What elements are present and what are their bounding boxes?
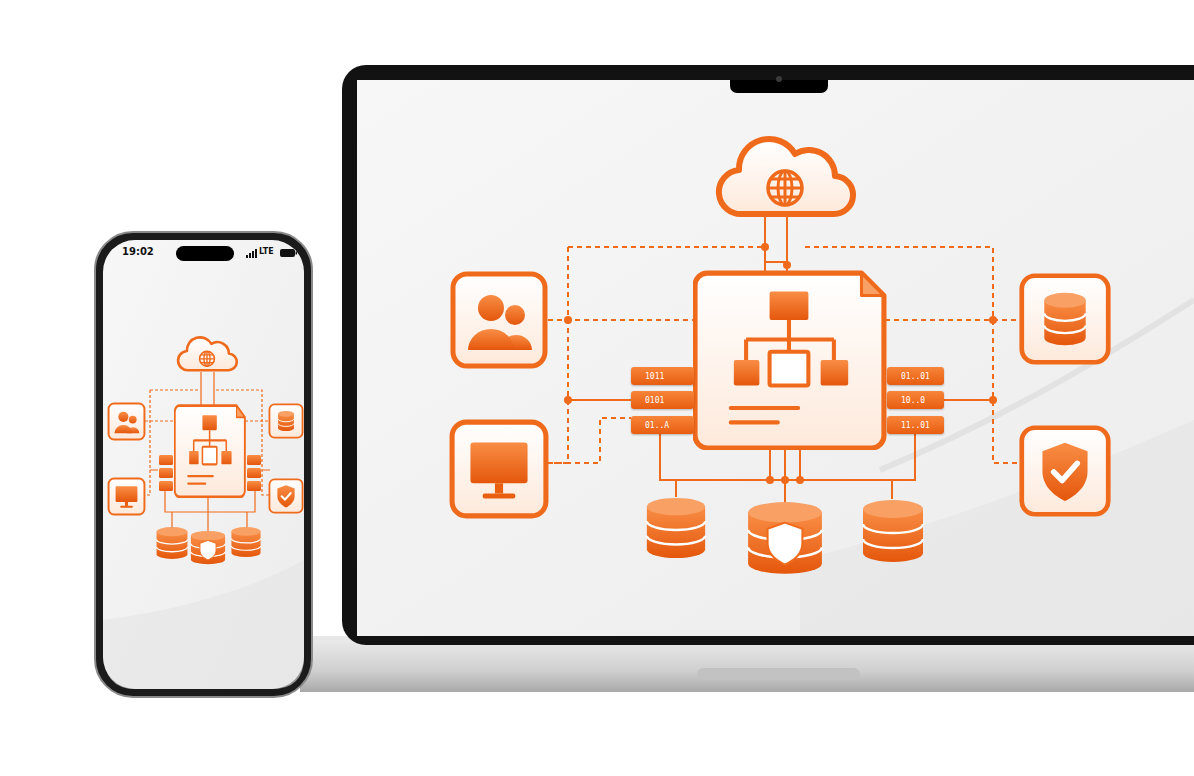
shield-icon	[269, 479, 302, 512]
data-code: 10..0	[901, 396, 925, 405]
data-code: 01..01	[901, 372, 930, 381]
data-bar: 10..0	[887, 391, 944, 409]
document-icon	[175, 406, 245, 497]
laptop-base	[300, 640, 1194, 692]
phone-screen	[103, 240, 304, 689]
laptop-screen	[357, 80, 1194, 636]
data-code: 0101	[645, 396, 664, 405]
laptop-bezel	[342, 65, 1194, 645]
database-stack	[157, 527, 188, 559]
data-bars	[247, 455, 261, 491]
phone-wires	[145, 372, 270, 532]
monitor-icon	[109, 479, 145, 515]
data-code: 01..A	[645, 421, 669, 430]
cloud-icon	[178, 337, 237, 370]
secure-database	[191, 531, 225, 564]
data-bar: 01..A	[631, 416, 694, 434]
phone-frame	[95, 232, 312, 697]
cloud-icon	[719, 139, 853, 214]
signal-bars	[246, 249, 257, 258]
camera	[776, 76, 782, 82]
network-label: LTE	[259, 247, 274, 256]
laptop-notch	[697, 668, 860, 680]
junction-dots	[564, 243, 997, 484]
dynamic-island	[176, 246, 234, 261]
database-stack	[231, 527, 260, 557]
wires	[548, 210, 1020, 502]
screen-wave	[800, 420, 1194, 636]
database-icon	[269, 404, 302, 437]
users-icon	[109, 404, 145, 440]
data-bar: 11..01	[887, 416, 944, 434]
data-code: 11..01	[901, 421, 930, 430]
data-bars	[159, 455, 173, 491]
monitor-icon	[452, 422, 546, 516]
database-stack	[863, 500, 923, 562]
database-icon	[1022, 276, 1108, 362]
document-icon	[695, 273, 884, 448]
shield-icon	[1022, 428, 1108, 514]
status-time: 19:02	[122, 246, 154, 257]
secure-database	[748, 502, 822, 574]
database-stack	[647, 498, 705, 558]
data-bar: 0101	[631, 391, 694, 409]
data-code: 1011	[645, 372, 664, 381]
data-bar: 1011	[631, 367, 694, 385]
battery	[280, 249, 297, 257]
data-bar: 01..01	[887, 367, 944, 385]
screen-wave	[103, 560, 304, 689]
users-icon	[453, 274, 545, 366]
